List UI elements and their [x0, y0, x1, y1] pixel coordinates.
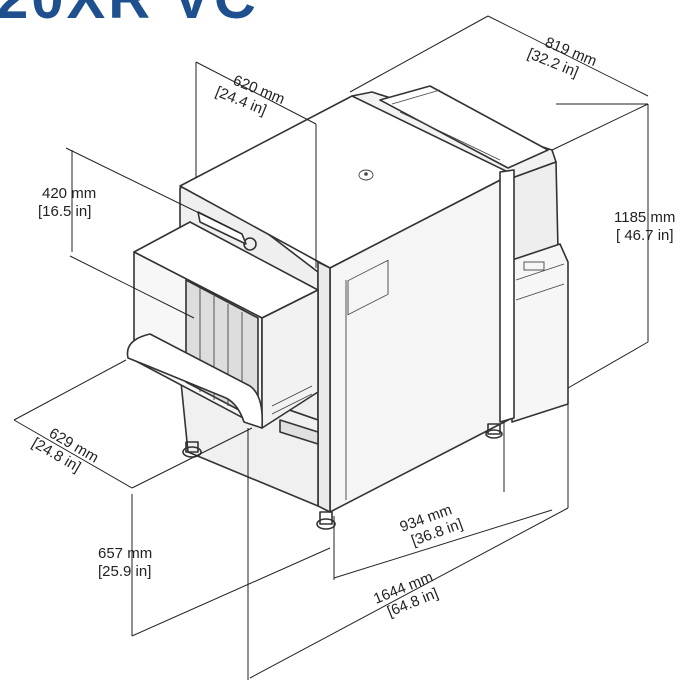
- overall-height-in: [ 46.7 in]: [616, 227, 674, 244]
- machine-feet: [182, 423, 503, 530]
- tunnel-height-mm: 420 mm: [42, 185, 96, 202]
- entry-tunnel: [126, 211, 319, 429]
- tunnel-height-in: [16.5 in]: [38, 203, 91, 220]
- scanner-machine: [126, 85, 569, 530]
- belt-height-in: [25.9 in]: [98, 563, 151, 580]
- dimension-lines: [13, 15, 649, 680]
- product-title: 20XR VC: [0, 0, 259, 31]
- overall-height-mm: 1185 mm: [614, 209, 675, 226]
- belt-height-mm: 657 mm: [98, 545, 152, 562]
